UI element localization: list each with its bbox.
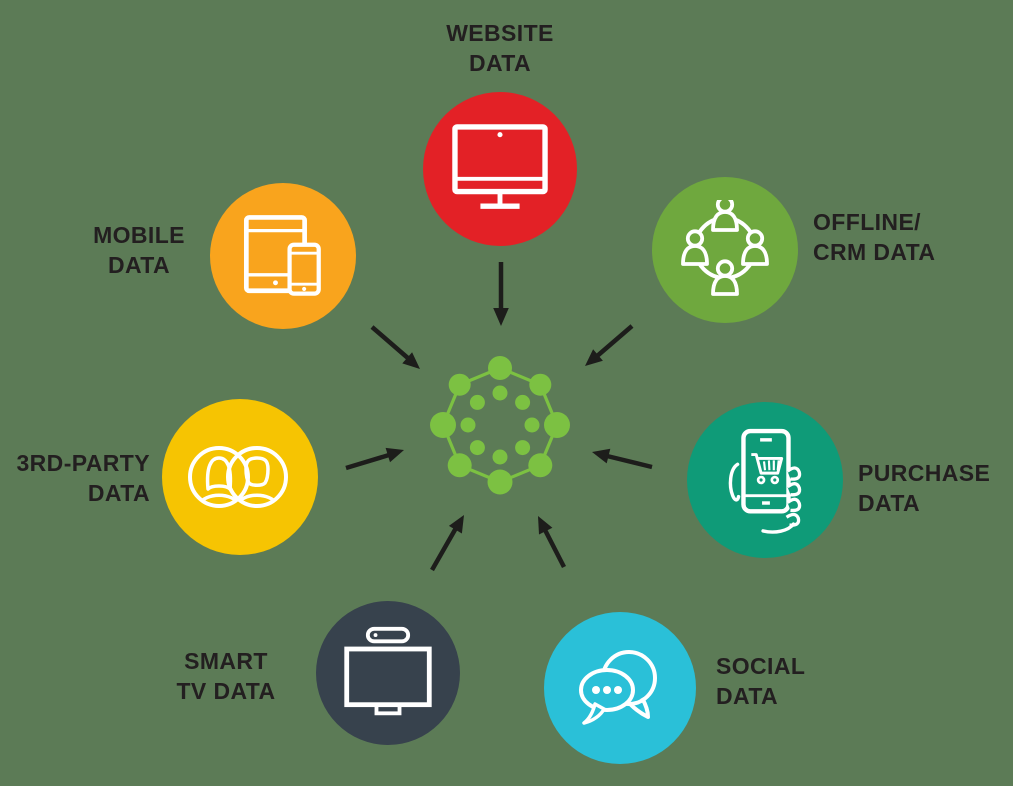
node-website-data (423, 92, 577, 246)
smart-tv-icon (344, 626, 432, 716)
arrow-purchase-to-hub (592, 448, 653, 470)
data-hub-cluster (430, 356, 570, 495)
label-social-data: SOCIAL DATA (716, 653, 806, 709)
label-mobile-data: MOBILE DATA (93, 222, 185, 278)
label-offline-crm-data: OFFLINE/ CRM DATA (813, 209, 936, 265)
hand-phone-cart-icon (728, 428, 802, 534)
label-third-party-data: 3RD-PARTY DATA (16, 450, 150, 506)
two-avatars-icon (188, 446, 288, 508)
label-website-data: WEBSITE DATA (446, 20, 554, 76)
arrow-smart-tv-to-hub (430, 515, 464, 572)
node-mobile-data (210, 183, 356, 329)
arrow-mobile-to-hub (370, 325, 420, 369)
tablet-phone-icon (243, 215, 321, 296)
label-smart-tv-data: SMART TV DATA (176, 648, 276, 704)
node-purchase-data (687, 402, 843, 558)
node-social-data (544, 612, 696, 764)
chat-bubbles-icon (579, 650, 657, 725)
arrow-social-to-hub (538, 516, 567, 569)
node-third-party-data (162, 399, 318, 555)
node-offline-crm-data (652, 177, 798, 323)
label-purchase-data: PURCHASE DATA (858, 460, 991, 516)
desktop-monitor-icon (452, 124, 548, 209)
people-network-icon (681, 200, 769, 296)
arrow-website-to-hub (493, 262, 509, 326)
node-smart-tv-data (316, 601, 460, 745)
arrow-offline-crm-to-hub (585, 324, 634, 366)
arrow-third-party-to-hub (345, 447, 404, 471)
